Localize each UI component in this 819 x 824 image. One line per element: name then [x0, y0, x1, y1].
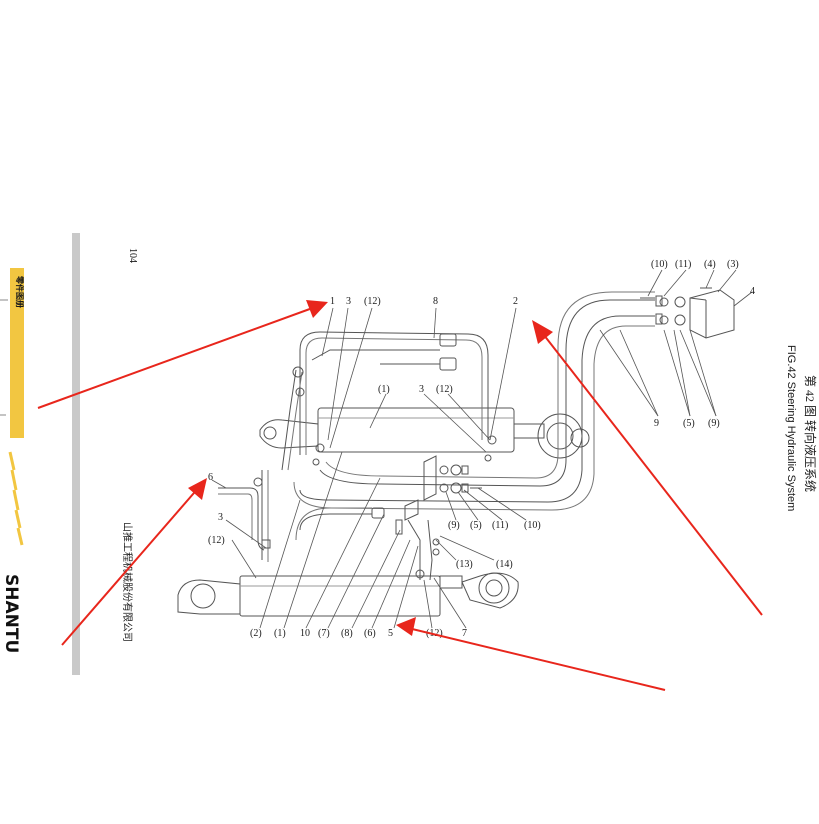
page-number: 104 [127, 248, 138, 263]
callout: (10) [651, 259, 668, 270]
figure-title-en: FIG.42 Steering Hydraulic System [785, 345, 797, 511]
callout: (8) [341, 628, 353, 639]
hose-8 [311, 349, 440, 361]
callout: (12) [208, 535, 225, 546]
leader-lines [211, 269, 753, 629]
callout: 3 [346, 296, 351, 307]
callout: (9) [708, 418, 720, 429]
page-binding-bar [72, 233, 80, 675]
side-tab-stripes [8, 451, 24, 546]
red-arrow-icon [37, 300, 328, 409]
callout: (11) [675, 259, 691, 270]
middle-bracket [404, 455, 482, 521]
callout: (6) [364, 628, 376, 639]
callout: 6 [208, 472, 213, 483]
callout: (12) [364, 296, 381, 307]
callout: (5) [683, 418, 695, 429]
callout: (7) [318, 628, 330, 639]
callout: 3 [419, 384, 424, 395]
callout: (2) [250, 628, 262, 639]
figure-title-cn: 第 42 图 转向液压系统 [803, 375, 818, 492]
callout: (12) [436, 384, 453, 395]
valve-block-4 [640, 287, 735, 339]
callout: (1) [274, 628, 286, 639]
annotation-arrows [37, 300, 763, 691]
callout: (11) [492, 520, 508, 531]
hose-9-outer [319, 299, 655, 487]
callout: 10 [300, 628, 310, 639]
hose-top-loop [299, 331, 489, 455]
callout: 4 [750, 286, 755, 297]
red-arrow-icon [61, 478, 207, 646]
callout: (10) [524, 520, 541, 531]
upper-cylinder [259, 407, 590, 459]
callout: (5) [470, 520, 482, 531]
callout: 2 [513, 296, 518, 307]
red-arrow-icon [396, 617, 666, 691]
callout: 1 [330, 296, 335, 307]
callout: (9) [448, 520, 460, 531]
callout: (14) [496, 559, 513, 570]
lower-cylinder [177, 572, 519, 617]
side-tab-label: 零件图册 [15, 275, 25, 308]
red-arrow-icon [532, 320, 763, 616]
callout: 8 [433, 296, 438, 307]
callout: 9 [654, 418, 659, 429]
brand-logo-text: SHANTU [1, 574, 21, 653]
side-tab-band [10, 268, 24, 438]
callout-labels: 1 3 (12) 8 2 (10) (11) (4) (3) 4 9 (5) (… [208, 259, 755, 639]
hose-lower [299, 513, 372, 531]
hose-6 [218, 487, 265, 551]
callout: (1) [378, 384, 390, 395]
callout: (3) [727, 259, 739, 270]
callout: (13) [456, 559, 473, 570]
company-name: 山推工程机械股份有限公司 [121, 522, 134, 642]
callout: 3 [218, 512, 223, 523]
callout: (4) [704, 259, 716, 270]
callout: 5 [388, 628, 393, 639]
callout: 7 [462, 628, 467, 639]
